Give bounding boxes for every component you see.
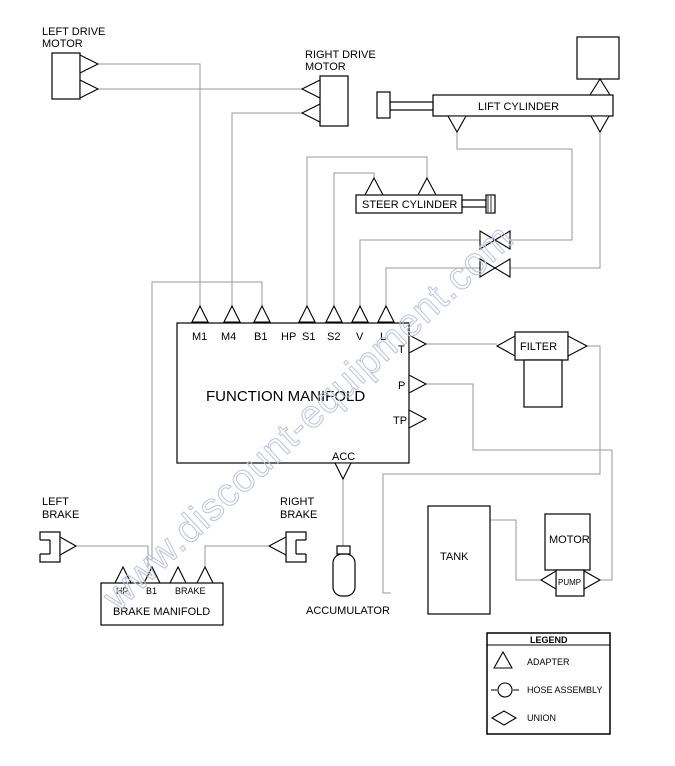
adapter-icon (196, 565, 214, 584)
filter-canister (523, 359, 563, 408)
adapter-icon (267, 536, 287, 556)
function-manifold-label: FUNCTION MANIFOLD (206, 388, 365, 405)
brake-port-label-hp: HP (116, 586, 129, 596)
adapter-icon (253, 304, 271, 323)
port-label-p: P (398, 380, 405, 392)
adapter-icon (191, 304, 209, 323)
port-label-l: L (380, 331, 386, 343)
adapter-icon (408, 374, 428, 394)
port-label-hp: HP (281, 331, 296, 343)
lift-cylinder-rod (389, 101, 434, 111)
valve-2 (479, 258, 511, 278)
legend-adapter-label: ADAPTER (527, 657, 570, 667)
steer-cylinder-label: STEER CYLINDER (362, 199, 457, 211)
adapter-icon (300, 103, 321, 123)
accumulator: ACCUMULATOR (306, 545, 390, 617)
union-icon (539, 570, 557, 590)
lift-cylinder: LIFT CYLINDER (376, 36, 620, 134)
adapter-icon (351, 304, 369, 323)
adapter-icon (447, 115, 467, 134)
steer-cylinder: STEER CYLINDER (355, 176, 496, 214)
left-brake-label-line2: BRAKE (42, 509, 79, 521)
left-drive-motor: LEFT DRIVE MOTOR (42, 26, 105, 100)
adapter-icon (408, 409, 428, 429)
brake-manifold: HP B1 BRAKE BRAKE MANIFOLD (100, 565, 224, 626)
pump-label: PUMP (558, 578, 581, 587)
legend: LEGEND ADAPTER HOSE ASSEMBLY UNION (486, 632, 611, 735)
filter: FILTER (495, 331, 589, 408)
adapter-icon (298, 304, 316, 323)
adapter-icon (223, 304, 241, 323)
adapter-icon (325, 304, 343, 323)
adapter-icon (59, 536, 78, 556)
union-icon (490, 710, 518, 726)
tank: TANK (427, 505, 491, 615)
port-label-m1: M1 (192, 331, 207, 343)
steer-cylinder-rod (461, 199, 487, 208)
port-label-s2: S2 (327, 331, 340, 343)
port-label-tp: TP (393, 415, 407, 427)
adapter-icon (590, 115, 610, 134)
port-label-m4: M4 (221, 331, 236, 343)
right-brake-label-line1: RIGHT (280, 496, 315, 508)
steer-cylinder-rod-end (485, 194, 496, 214)
right-drive-motor: RIGHT DRIVE MOTOR (300, 49, 376, 127)
port-label-v: V (356, 331, 364, 343)
right-brake: RIGHT BRAKE (267, 496, 317, 563)
legend-union-label: UNION (527, 713, 556, 723)
lift-cylinder-rod-end (376, 91, 391, 119)
right-drive-motor-label-line2: MOTOR (305, 61, 346, 73)
adapter-icon (79, 54, 100, 74)
lift-cylinder-label: LIFT CYLINDER (478, 101, 559, 113)
brake-manifold-label: BRAKE MANIFOLD (113, 606, 210, 618)
motor-pump: MOTOR PUMP (539, 513, 602, 597)
port-label-acc: ACC (332, 451, 355, 463)
valve-1 (479, 230, 511, 250)
adapter-icon (300, 79, 321, 99)
union-icon (583, 570, 602, 590)
adapter-icon (408, 334, 428, 354)
left-brake: LEFT BRAKE (38, 496, 79, 563)
left-drive-motor-label-line2: MOTOR (42, 38, 83, 50)
right-drive-motor-label-line1: RIGHT DRIVE (305, 49, 376, 61)
tank-label: TANK (440, 551, 469, 563)
left-brake-label-line1: LEFT (42, 496, 69, 508)
adapter-icon (589, 77, 611, 96)
motor-label: MOTOR (549, 534, 590, 546)
hose-assembly-icon (497, 682, 513, 698)
adapter-icon (334, 462, 352, 481)
function-manifold: FUNCTION MANIFOLD M1 M4 B1 HP S1 S2 V L … (176, 304, 428, 481)
adapter-icon (364, 176, 384, 196)
port-label-t: T (398, 344, 405, 356)
brake-port-label-brake: BRAKE (175, 586, 206, 596)
filter-label: FILTER (520, 341, 557, 353)
right-brake-label-line2: BRAKE (280, 509, 317, 521)
port-label-s1: S1 (302, 331, 315, 343)
accumulator-label: ACCUMULATOR (306, 605, 390, 617)
lift-cylinder-load-block (576, 36, 620, 80)
adapter-icon (417, 176, 437, 196)
legend-title: LEGEND (530, 635, 568, 645)
hose-lines (75, 63, 613, 594)
adapter-icon (377, 304, 395, 323)
union-icon (495, 335, 516, 357)
adapter-icon (79, 79, 100, 99)
left-drive-motor-label-line1: LEFT DRIVE (42, 26, 105, 38)
adapter-icon (493, 650, 513, 669)
legend-hose-label: HOSE ASSEMBLY (527, 685, 602, 695)
port-label-b1: B1 (254, 331, 267, 343)
union-icon (567, 335, 589, 357)
motor-body (544, 513, 591, 571)
brake-port-label-b1: B1 (146, 586, 157, 596)
